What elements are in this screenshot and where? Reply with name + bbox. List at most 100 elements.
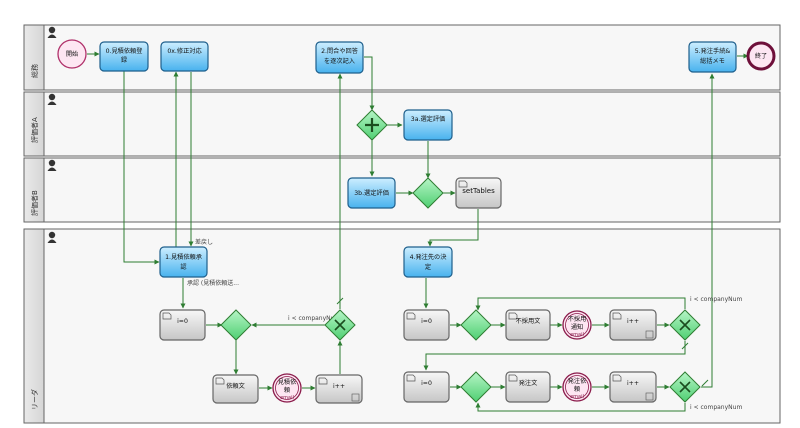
exclusive-gateway-r2[interactable]	[669, 371, 701, 403]
task-t0-line2: 録	[121, 56, 128, 64]
edge-t2-plus	[364, 56, 375, 111]
script-icon	[162, 312, 172, 320]
condition-marks	[336, 297, 709, 387]
task-t0-line1: 0.見積依頼登	[106, 47, 144, 55]
task-ipp-r1[interactable]: i++	[609, 309, 657, 341]
lane-label-leader: リーダ	[30, 389, 39, 410]
script-icon	[508, 374, 518, 382]
script-icon	[406, 374, 416, 382]
task-i0-r2[interactable]: i=0	[403, 371, 450, 403]
task-hacchu[interactable]: 発注文	[505, 371, 551, 403]
task-ipp-r1-label: i++	[627, 318, 639, 325]
task-fusaiyo[interactable]: 不採用文	[505, 309, 551, 341]
person-icon	[48, 93, 56, 101]
label-cond-r1: i < companyNum	[690, 296, 742, 303]
task-irai[interactable]: 依頼文	[212, 374, 259, 404]
table-icon	[645, 392, 654, 401]
parallel-gateway[interactable]	[356, 109, 388, 141]
mail-event-fusaiyo[interactable]: 不採用 通知 email	[562, 310, 592, 340]
mail-event-mitsumori[interactable]: 見積依 頼 email	[272, 373, 302, 403]
mail-mitsumori-tag: email	[280, 395, 294, 401]
task-t2-line2: を逐次記入	[324, 57, 355, 65]
exclusive-gateway-r1[interactable]	[669, 309, 701, 341]
task-settables[interactable]: setTables	[455, 177, 502, 209]
mail-mitsumori-line2: 頼	[284, 386, 291, 394]
script-icon	[508, 312, 518, 320]
task-fusaiyo-label: 不採用文	[516, 317, 541, 325]
task-t0x-line1: 0x.修正対応	[167, 47, 201, 55]
mail-fusaiyo-line2: 通知	[571, 323, 583, 331]
lane-soumu: 総務	[23, 24, 781, 91]
script-icon	[215, 377, 225, 385]
lane-hyoka-b: 評価者B	[23, 157, 781, 223]
script-icon	[458, 180, 468, 188]
task-ipp-left[interactable]: i++	[315, 374, 363, 404]
script-icon	[318, 377, 328, 385]
task-t4-line2: 定	[425, 263, 431, 271]
end-event[interactable]: 終了	[746, 41, 776, 71]
task-t5[interactable]: 5.発注手続& 総括メモ	[688, 41, 737, 73]
task-t1[interactable]: 1.見積依頼承 認	[159, 246, 208, 278]
task-irai-label: 依頼文	[226, 382, 245, 390]
label-cond-r2: i < companyNum	[690, 404, 742, 411]
mail-fusaiyo-tag: email	[570, 332, 584, 338]
edges	[87, 51, 749, 412]
task-t5-line2: 総括メモ	[700, 57, 725, 65]
task-hacchu-label: 発注文	[519, 379, 538, 387]
person-icon	[48, 26, 56, 34]
edge-xgw-i0r2	[423, 341, 686, 371]
edge-xgw-loop-r1	[475, 297, 686, 311]
lane-label-hyoka-b: 評価者B	[30, 190, 39, 216]
lane-label-hyoka-a: 評価者A	[30, 117, 39, 143]
lane-hyoka-a: 評価者A	[23, 91, 781, 157]
task-t4[interactable]: 4.発注先の決 定	[403, 246, 453, 278]
mail-mitsumori-line1: 見積依	[278, 378, 297, 386]
start-event-label: 開始	[66, 50, 78, 58]
task-ipp-r2-label: i++	[627, 380, 639, 387]
mail-event-hacchu[interactable]: 発注依 頼 email	[562, 372, 592, 402]
task-i0-r1-label: i=0	[421, 318, 432, 325]
task-t1-line1: 1.見積依頼承	[165, 253, 202, 261]
x-icon	[679, 381, 691, 393]
task-t0x[interactable]: 0x.修正対応	[160, 41, 209, 72]
task-t4-line1: 4.発注先の決	[410, 253, 447, 261]
merge-gateway-left[interactable]	[220, 309, 252, 341]
mail-hacchu-tag: email	[570, 394, 584, 400]
script-icon	[612, 312, 622, 320]
mail-hacchu-line2: 頼	[574, 385, 581, 393]
join-gateway-evaluation[interactable]	[412, 177, 444, 209]
script-icon	[406, 312, 416, 320]
task-t2[interactable]: 2.問合や回答 を逐次記入	[315, 41, 364, 74]
person-icon-body	[47, 101, 57, 105]
mail-fusaiyo-line1: 不採用	[568, 315, 587, 323]
lane-label-soumu: 総務	[30, 64, 39, 78]
edge-t0-t1	[123, 70, 160, 265]
task-t0[interactable]: 0.見積依頼登 録	[99, 41, 149, 72]
task-t1-line2: 認	[180, 263, 186, 271]
task-ipp-r2[interactable]: i++	[609, 371, 657, 403]
start-event[interactable]: 開始	[57, 39, 87, 69]
task-i0-r1[interactable]: i=0	[403, 309, 450, 341]
exclusive-gateway-left[interactable]	[324, 309, 356, 341]
person-icon-body	[47, 34, 57, 38]
script-icon	[612, 374, 622, 382]
label-sashimodoshi: 差戻し	[195, 238, 213, 246]
task-t3a-label: 3a.選定評価	[411, 115, 445, 123]
edge-xgw-t5	[701, 73, 715, 388]
task-i0-left[interactable]: i=0	[159, 309, 206, 341]
task-t5-line1: 5.発注手続&	[695, 47, 731, 55]
task-t3b[interactable]: 3b.選定評価	[347, 177, 396, 209]
task-settables-label: setTables	[462, 187, 495, 195]
x-icon	[334, 319, 346, 331]
merge-gateway-r1[interactable]	[460, 309, 492, 341]
label-cond-left: i < companyNum	[288, 315, 340, 322]
task-t3a[interactable]: 3a.選定評価	[403, 109, 453, 141]
task-i0-left-label: i=0	[177, 318, 188, 325]
person-icon	[48, 231, 56, 239]
x-icon	[679, 319, 691, 331]
task-t3b-label: 3b.選定評価	[354, 189, 389, 197]
merge-gateway-r2[interactable]	[460, 371, 492, 403]
plus-icon	[365, 118, 379, 132]
person-icon-body	[47, 239, 57, 243]
